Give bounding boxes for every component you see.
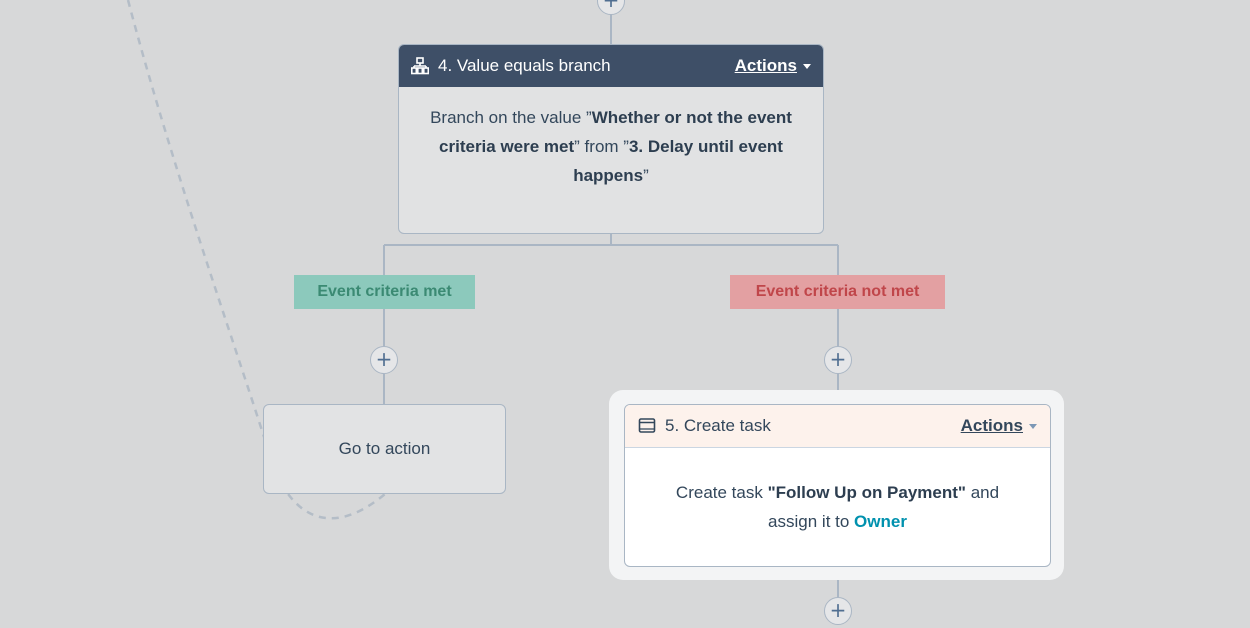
task-card-description: Create task "Follow Up on Payment" and a… [625, 448, 1050, 536]
branch-action-card[interactable]: 4. Value equals branch Actions Branch on… [398, 44, 824, 234]
branch-desc-middle: ” from ” [574, 137, 629, 156]
branch-desc-suffix: ” [643, 166, 649, 185]
branch-card-title: 4. Value equals branch [438, 56, 611, 75]
branch-actions-menu[interactable]: Actions [735, 56, 811, 76]
caret-down-icon [1029, 423, 1037, 429]
task-desc-prefix: Create task [675, 483, 768, 502]
task-card-header: 5. Create task Actions [625, 405, 1050, 448]
branch-hierarchy-icon [411, 57, 429, 75]
branch-desc-property: Whether or not the event criteria were m… [439, 108, 792, 156]
add-action-button-after-task[interactable]: + [824, 597, 852, 625]
branch-card-header: 4. Value equals branch Actions [399, 45, 823, 87]
go-to-action-card[interactable]: Go to action [263, 404, 506, 494]
branch-label-event-criteria-met: Event criteria met [294, 275, 475, 309]
task-desc-middle: and assign it to [768, 483, 1000, 531]
task-actions-label: Actions [960, 416, 1023, 435]
add-action-button-met-branch[interactable]: + [370, 346, 398, 374]
task-actions-menu[interactable]: Actions [961, 416, 1037, 436]
add-action-button-top[interactable]: + [597, 0, 625, 15]
create-task-action-card[interactable]: 5. Create task Actions Create task "Foll… [624, 404, 1051, 567]
task-card-title: 5. Create task [665, 416, 771, 435]
branch-desc-prefix: Branch on the value ” [430, 108, 592, 127]
caret-down-icon [803, 63, 811, 69]
branch-label-event-criteria-not-met: Event criteria not met [730, 275, 945, 309]
branch-card-description: Branch on the value ”Whether or not the … [399, 87, 823, 190]
branch-desc-source: 3. Delay until event happens [573, 137, 783, 185]
go-to-action-label: Go to action [338, 439, 431, 458]
task-desc-task-name: "Follow Up on Payment" [767, 483, 966, 502]
task-assignee-link[interactable]: Owner [854, 512, 907, 531]
branch-actions-label: Actions [734, 56, 797, 75]
add-action-button-not-met-branch[interactable]: + [824, 346, 852, 374]
task-card-icon [638, 417, 656, 435]
